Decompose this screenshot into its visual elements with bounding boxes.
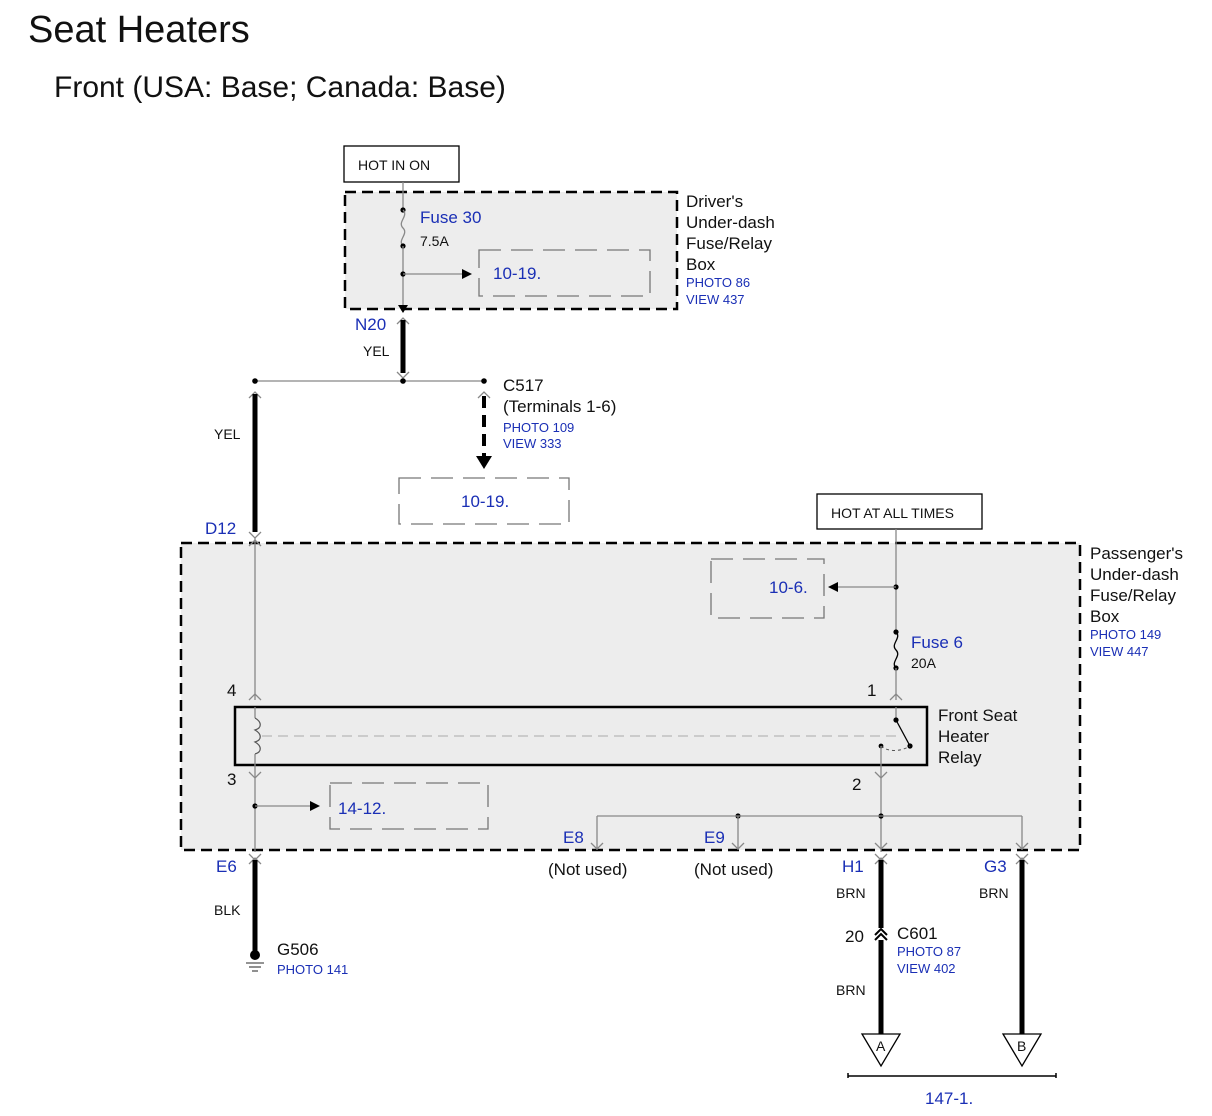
c517-ref-box [398,477,570,525]
relay-name-line-1: Front Seat [938,706,1018,725]
fuse-6-name: Fuse 6 [911,633,963,652]
g506-photo-link[interactable]: PHOTO 141 [277,962,348,977]
ground-ref-box [329,782,489,830]
svg-text:HOT IN ON: HOT IN ON [358,157,430,173]
c601-connector-symbol [874,927,888,941]
n20-wire-color: YEL [363,343,390,359]
passenger-box-photo-link[interactable]: PHOTO 149 [1090,627,1161,642]
driver-box-photo-link[interactable]: PHOTO 86 [686,275,750,290]
page-subtitle: Front (USA: Base; Canada: Base) [54,71,506,104]
g3-terminal-label: G3 [984,857,1007,876]
ground-icon [246,962,264,972]
relay-pin-4: 4 [227,681,236,700]
e9-terminal-label: E9 [704,828,725,847]
c601-pin: 20 [845,927,864,946]
hot-at-all-times-label: HOT AT ALL TIMES [816,493,983,530]
e8-terminal-label: E8 [563,828,584,847]
driver-box-view-link[interactable]: VIEW 437 [686,292,745,307]
passenger-box-name-line-2: Under-dash [1090,565,1179,584]
c517-photo-link[interactable]: PHOTO 109 [503,420,574,435]
output-b-triangle [1001,1033,1043,1068]
g3-wire-color: BRN [979,885,1009,901]
n20-terminal-label: N20 [355,315,386,334]
fuse-6-rating: 20A [911,655,937,671]
fuse-30-name: Fuse 30 [420,208,481,227]
page-ref-link[interactable]: 147-1. [925,1089,973,1108]
left-wire-color: YEL [214,426,241,442]
output-a-label: A [876,1038,886,1054]
relay-pin-1: 1 [867,681,876,700]
fuse-30-rating: 7.5A [420,233,449,249]
output-bracket [847,1073,1057,1078]
passenger-fuse-box [179,541,1082,852]
output-b-label: B [1017,1038,1026,1054]
page-title: Seat Heaters [28,9,250,51]
h1-terminal-label: H1 [842,857,864,876]
c601-name: C601 [897,924,938,943]
driver-box-name-line-2: Under-dash [686,213,775,232]
svg-text:HOT AT ALL TIMES: HOT AT ALL TIMES [831,505,954,521]
passenger-box-name-line-3: Fuse/Relay [1090,586,1176,605]
passenger-box-name-line-4: Box [1090,607,1120,626]
c517-name: C517 [503,376,544,395]
driver-box-ref-link[interactable]: 10-19. [493,264,541,283]
c517-view-link[interactable]: VIEW 333 [503,436,562,451]
fuse-6-ref-box [710,558,825,619]
fuse-30-symbol [400,209,406,247]
ground-ref-link[interactable]: 14-12. [338,799,386,818]
e9-status: (Not used) [694,860,773,879]
c601-view-link[interactable]: VIEW 402 [897,961,956,976]
e6-wire-color: BLK [214,902,241,918]
driver-box-name-line-1: Driver's [686,192,743,211]
e6-terminal-label: E6 [216,857,237,876]
fuse-6-symbol [893,631,899,669]
c517-detail: (Terminals 1-6) [503,397,616,416]
passenger-box-name-line-1: Passenger's [1090,544,1183,563]
c517-ref-link[interactable]: 10-19. [461,492,509,511]
c601-photo-link[interactable]: PHOTO 87 [897,944,961,959]
relay-name-line-3: Relay [938,748,982,767]
relay-coil-symbol [253,717,261,755]
e8-status: (Not used) [548,860,627,879]
relay-pin-2: 2 [852,775,861,794]
hot-in-on-label: HOT IN ON [343,145,460,183]
relay-switch-symbol [895,719,911,747]
driver-box-name-line-3: Fuse/Relay [686,234,772,253]
h1-wire-color-top: BRN [836,885,866,901]
output-a-triangle [860,1033,902,1068]
h1-wire-color-bottom: BRN [836,982,866,998]
passenger-box-view-link[interactable]: VIEW 447 [1090,644,1149,659]
g506-name: G506 [277,940,319,959]
d12-terminal-label: D12 [205,519,236,538]
relay-name-line-2: Heater [938,727,989,746]
relay-pin-3: 3 [227,770,236,789]
driver-box-ref-box [478,249,651,297]
fuse-6-ref-link[interactable]: 10-6. [769,578,808,597]
driver-box-name-line-4: Box [686,255,716,274]
